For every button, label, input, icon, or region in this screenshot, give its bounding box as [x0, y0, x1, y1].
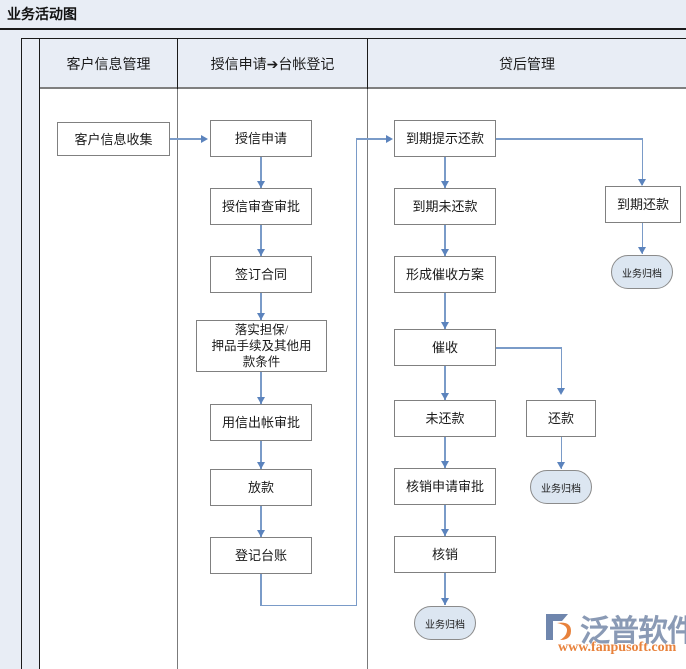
lane-header-band [40, 39, 686, 89]
arrowhead-ledger-to-remind [386, 134, 393, 143]
connector-contract-to-guarantee [260, 293, 262, 320]
connector-remind-to-duerepaid-v [641, 138, 644, 185]
lane-divider-1 [177, 89, 178, 669]
node-repaid[interactable]: 还款 [526, 400, 596, 437]
lane-header-credit: 授信申请➔台帐登记 [177, 39, 367, 89]
arrowhead-approval-to-disburse [256, 462, 265, 469]
connector-guarantee-to-approval [260, 372, 262, 404]
node-not-repaid[interactable]: 未还款 [394, 400, 496, 437]
connector-collect-to-apply [170, 138, 202, 140]
node-customer-collect[interactable]: 客户信息收集 [57, 122, 170, 156]
title-bar: 业务活动图 [0, 0, 686, 30]
logo-company-name: 泛普软件 [580, 615, 686, 648]
lane-divider-2 [367, 89, 368, 669]
connector-apply-to-review [260, 157, 262, 188]
node-due-repaid[interactable]: 到期还款 [605, 186, 681, 223]
connector-ledger-to-remind [355, 138, 388, 140]
arrowhead-repaid-to-archive [557, 462, 565, 469]
arrowhead-apply-to-review [256, 181, 265, 188]
lane-header-postloan: 贷后管理 [367, 39, 686, 89]
node-guarantee-label: 落实担保/ 押品手续及其他用 款条件 [211, 323, 312, 369]
node-credit-apply[interactable]: 授信申请 [210, 120, 312, 157]
node-writeoff[interactable]: 核销 [394, 536, 496, 573]
arrowhead-remind-to-duerepaid [638, 179, 646, 186]
arrowhead-review-to-contract [256, 249, 265, 256]
node-guarantee[interactable]: 落实担保/ 押品手续及其他用 款条件 [196, 320, 327, 372]
logo-url: www.fanpusoft.com [558, 640, 677, 655]
connector-disburse-to-ledger [260, 506, 262, 537]
node-disburse[interactable]: 放款 [210, 469, 312, 506]
connector-collection-to-repaid-v [560, 347, 563, 393]
connector-unpaid-to-plan [444, 225, 446, 256]
node-writeoff-apply[interactable]: 核销申请审批 [394, 468, 496, 505]
connector-ledger-right [260, 604, 357, 607]
lane-gutter [22, 39, 40, 669]
arrowhead-contract-to-guarantee [256, 313, 265, 320]
node-due-unpaid[interactable]: 到期未还款 [394, 188, 496, 225]
arrowhead-writeoff-to-archive [440, 598, 449, 605]
arrowhead-remind-to-unpaid [440, 181, 449, 188]
page-title: 业务活动图 [7, 8, 77, 23]
connector-repaid-to-archive [560, 437, 563, 469]
connector-collection-to-repaid-h [496, 347, 562, 349]
node-collection[interactable]: 催收 [394, 329, 496, 366]
connector-approval-to-disburse [260, 441, 262, 469]
node-credit-review[interactable]: 授信审查审批 [210, 188, 312, 225]
arrowhead-unpaid-to-plan [440, 249, 449, 256]
watermark-logo: 泛普软件 www.fanpusoft.com [540, 606, 686, 662]
arrowhead-collect-to-apply [201, 134, 208, 143]
node-collect-plan[interactable]: 形成催收方案 [394, 256, 496, 293]
connector-writeoffapply-to-writeoff [444, 505, 446, 536]
connector-duerepaid-to-archive [641, 223, 644, 254]
node-due-remind[interactable]: 到期提示还款 [394, 120, 496, 157]
node-sign-contract[interactable]: 签订合同 [210, 256, 312, 293]
connector-remind-to-unpaid [444, 157, 446, 188]
connector-remind-to-duerepaid-h [496, 138, 643, 140]
connector-writeoff-to-archive [444, 573, 446, 605]
terminator-archive-duerepaid[interactable]: 业务归档 [611, 255, 673, 289]
arrowhead-notrepaid-to-writeoffapply [440, 461, 449, 468]
fanpu-logo-icon [546, 614, 571, 640]
arrowhead-disburse-to-ledger [256, 530, 265, 537]
arrowhead-plan-to-collection [440, 322, 449, 329]
arrowhead-guarantee-to-approval [256, 397, 265, 404]
connector-notrepaid-to-writeoffapply [444, 437, 446, 468]
connector-collection-to-notrepaid [444, 366, 446, 400]
lane-header-customer: 客户信息管理 [66, 58, 151, 73]
arrowhead-collection-to-repaid [557, 388, 565, 395]
connector-ledger-up [355, 139, 358, 605]
node-register-ledger[interactable]: 登记台账 [210, 537, 312, 574]
node-use-credit-approval[interactable]: 用信出帐审批 [210, 404, 312, 441]
arrowhead-collection-to-notrepaid [440, 393, 449, 400]
connector-plan-to-collection [444, 293, 446, 329]
terminator-archive-repaid[interactable]: 业务归档 [530, 470, 592, 504]
connector-ledger-down [260, 574, 262, 606]
arrowhead-writeoffapply-to-writeoff [440, 529, 449, 536]
connector-review-to-contract [260, 225, 262, 256]
arrowhead-duerepaid-to-archive [638, 247, 646, 254]
terminator-archive-writeoff[interactable]: 业务归档 [414, 606, 476, 640]
